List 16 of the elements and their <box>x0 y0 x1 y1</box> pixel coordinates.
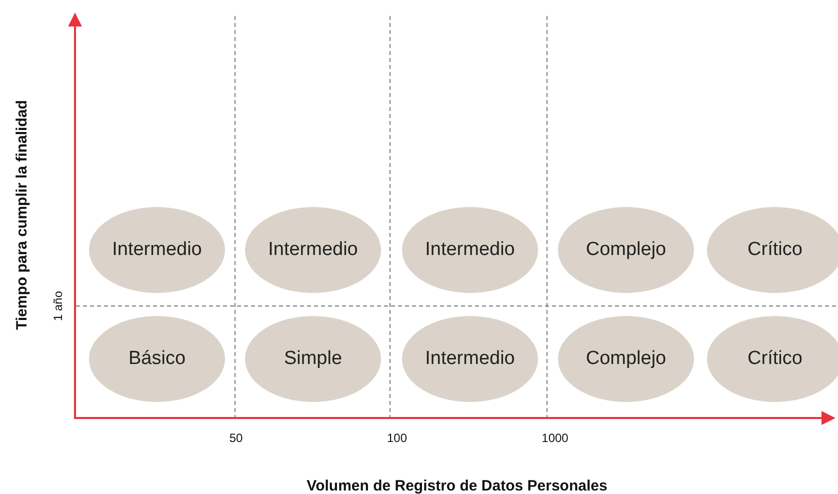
category-label: Intermedio <box>112 239 202 261</box>
axis-title: Volumen de Registro de Datos Personales <box>306 478 608 494</box>
tick-label: 1 año <box>51 290 65 322</box>
category-label: Intermedio <box>425 239 515 261</box>
category-label: Simple <box>284 348 342 370</box>
axis-title: Tiempo para cumplir la finalidad <box>14 100 30 330</box>
tick-label: 1000 <box>542 431 568 445</box>
category-label: Intermedio <box>268 239 358 261</box>
category-label: Básico <box>128 348 186 370</box>
category-label: Crítico <box>748 239 802 261</box>
category-label: Intermedio <box>425 348 515 370</box>
category-label: Crítico <box>748 348 802 370</box>
category-label: Complejo <box>586 348 666 370</box>
category-label: Complejo <box>586 239 666 261</box>
tick-label: 100 <box>386 431 408 445</box>
tick-label: 50 <box>229 431 243 445</box>
